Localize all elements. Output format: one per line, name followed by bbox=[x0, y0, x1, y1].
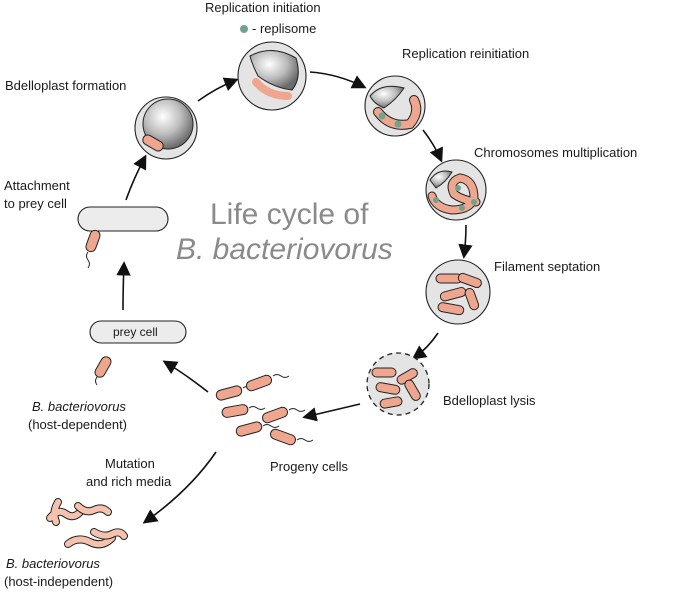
prey-cell-label: prey cell bbox=[113, 325, 158, 339]
chromosomes-multiplication-stage: Chromosomes multiplication bbox=[425, 145, 637, 221]
progeny-in-bdelloplast bbox=[375, 382, 401, 395]
filament-septation-label: Filament septation bbox=[494, 259, 600, 274]
arrow-multiplication-to-septation bbox=[458, 224, 473, 259]
arrow-prey-to-attachment bbox=[116, 261, 131, 311]
attached-bacterium bbox=[85, 229, 101, 253]
progeny-cell bbox=[245, 374, 290, 392]
bdelloplast-lysis-stage: Bdelloplast lysis bbox=[366, 352, 536, 416]
arrow-lysis-to-progeny bbox=[302, 403, 361, 422]
arrow-septation-to-lysis bbox=[411, 332, 439, 360]
host-dependent-note: (host-dependent) bbox=[28, 417, 127, 432]
septated-cell bbox=[464, 288, 480, 311]
host-independent-cell bbox=[91, 529, 127, 539]
arrow-attachment-to-formation bbox=[125, 154, 147, 201]
replication-initiation-stage: Replication initiation - replisome bbox=[205, 0, 321, 111]
bdelloplast-formation-label: Bdelloplast formation bbox=[5, 78, 126, 93]
chromosomes-multiplication-filament bbox=[428, 174, 480, 214]
chromosomes-multiplication-replisome bbox=[433, 197, 439, 203]
chromosomes-multiplication-replisome bbox=[459, 205, 465, 211]
progeny-in-bdelloplast bbox=[371, 367, 397, 378]
progeny-cells-label: Progeny cells bbox=[270, 459, 349, 474]
filament-septation-stage: Filament septation bbox=[425, 259, 600, 325]
host-dependent-group: B. bacteriovorus (host-dependent) bbox=[28, 356, 127, 432]
chromosomes-multiplication-prey-remnant bbox=[429, 170, 453, 189]
prey-cell-group: prey cell bbox=[89, 320, 187, 344]
replication-reinitiation-stage: Replication reinitiation bbox=[364, 46, 529, 137]
replisome-legend-label: - replisome bbox=[252, 21, 316, 36]
replication-initiation-label: Replication initiation bbox=[205, 0, 321, 15]
replication-initiation-prey-remnant bbox=[249, 50, 299, 91]
progeny-in-bdelloplast bbox=[404, 379, 421, 401]
replication-reinitiation-prey-remnant bbox=[369, 85, 405, 109]
host-independent-cell bbox=[65, 535, 115, 548]
arrow-progeny-to-host-independent bbox=[142, 451, 217, 524]
bdelloplast-formation-prey-cytoplasm bbox=[142, 98, 194, 150]
host-independent-name: B. bacteriovorus bbox=[6, 556, 100, 571]
chromosomes-multiplication-replisome bbox=[455, 185, 461, 191]
mutation-label-line2: and rich media bbox=[86, 474, 172, 489]
arrow-initiation-to-reinitiation bbox=[309, 71, 367, 89]
attachment-label-line2: to prey cell bbox=[4, 196, 67, 211]
host-independent-cell bbox=[75, 503, 111, 515]
chromosomes-multiplication-replisome bbox=[471, 199, 477, 205]
arrow-progeny-to-prey bbox=[162, 360, 209, 393]
replication-reinitiation-replisome bbox=[394, 120, 402, 128]
host-dependent-name: B. bacteriovorus bbox=[32, 399, 126, 414]
septated-cell bbox=[437, 302, 465, 316]
host-independent-note: (host-independent) bbox=[4, 574, 113, 589]
progeny-cell bbox=[235, 421, 280, 437]
replication-reinitiation-replisome bbox=[378, 112, 386, 120]
host-independent-group: Mutation and rich media B. bacteriovorus… bbox=[4, 456, 172, 589]
diagram-title-line2: B. bacteriovorus bbox=[176, 233, 393, 266]
progeny-cell bbox=[261, 406, 306, 424]
attached-bacterium-flagellum bbox=[86, 251, 90, 269]
bdelloplast-lysis-label: Bdelloplast lysis bbox=[443, 393, 536, 408]
replisome-legend-dot bbox=[240, 25, 248, 33]
septated-cell bbox=[457, 272, 482, 289]
mutation-label-line1: Mutation bbox=[105, 456, 155, 471]
prey-cell bbox=[89, 320, 187, 344]
replication-reinitiation-label: Replication reinitiation bbox=[402, 46, 529, 61]
replication-reinitiation-cell bbox=[374, 96, 421, 129]
progeny-cell bbox=[221, 404, 266, 418]
progeny-cells-group: Progeny cells bbox=[215, 374, 349, 474]
diagram-title-line1: Life cycle of bbox=[210, 198, 369, 231]
attachment-prey-cell bbox=[77, 206, 169, 232]
arrow-formation-to-initiation bbox=[197, 77, 239, 102]
bdelloplast-formation-bacterium bbox=[142, 134, 164, 152]
chromosomes-multiplication-label: Chromosomes multiplication bbox=[474, 145, 637, 160]
host-independent-cell bbox=[47, 499, 85, 525]
attachment-label-line1: Attachment bbox=[4, 178, 70, 193]
bdelloplast-formation-stage: Bdelloplast formation bbox=[5, 78, 198, 160]
attachment-stage: Attachment to prey cell bbox=[4, 178, 169, 269]
host-dependent-cell bbox=[94, 356, 112, 386]
progeny-in-bdelloplast bbox=[379, 396, 403, 409]
progeny-cell bbox=[269, 428, 314, 446]
arrow-reinitiation-to-multiplication bbox=[422, 129, 443, 163]
replication-initiation-cell-fill bbox=[252, 78, 292, 100]
